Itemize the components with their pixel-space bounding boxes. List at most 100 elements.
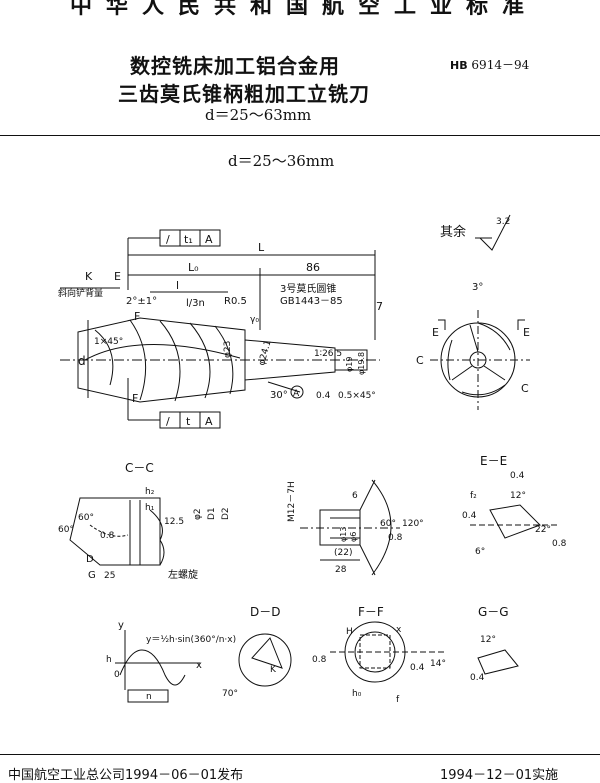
angle-2-1: 2°±1° <box>126 296 157 307</box>
label-K: K <box>85 270 93 283</box>
dim-phi19-8: φ19.8 <box>357 352 366 375</box>
standard-id: 6914－94 <box>471 58 530 72</box>
issued-by: 中国航空工业总公司1994－06－01发布 <box>8 768 244 783</box>
cc-h1: h₁ <box>145 503 155 513</box>
dim-phi23: φ23 <box>223 341 233 358</box>
dim-7: 7 <box>376 300 383 313</box>
ff-0-4: 0.4 <box>410 663 425 673</box>
cc-D: D <box>86 554 94 565</box>
header-rule <box>0 135 600 136</box>
mid-6: 6 <box>352 491 358 501</box>
end-3deg: 3° <box>472 282 483 293</box>
cc-D1: D1 <box>207 507 217 520</box>
chamfer-1x45: 1×45° <box>94 337 123 347</box>
standard-code: HB <box>450 59 468 72</box>
taper-ratio: 1∶26.5 <box>314 349 342 359</box>
view-label-EE: E－E <box>480 454 507 468</box>
mid-60: 60° <box>380 519 396 529</box>
view-label-DD: D－D <box>250 605 280 619</box>
profile-n: n <box>146 692 152 702</box>
note-backoff: 斜向铲背量 <box>58 287 103 299</box>
cc-0-8: 0.8 <box>100 531 115 541</box>
section-dd <box>238 633 292 687</box>
standard-number: HB 6914－94 <box>450 56 529 73</box>
profile-h: h <box>106 655 112 665</box>
dim-l-3n: l/3n <box>186 298 205 309</box>
datum-A-circle <box>290 385 304 399</box>
section-cc <box>69 497 161 566</box>
cc-D2: D2 <box>221 507 231 520</box>
mid-phi6: φ6 <box>349 532 358 542</box>
end-C-left: C <box>416 354 424 367</box>
dim-l: l <box>176 279 179 292</box>
mid-0-8: 0.8 <box>388 533 403 543</box>
ee-f2: f₂ <box>470 491 477 501</box>
end-E-left: E <box>432 326 439 339</box>
tol-top-value: t₁ <box>184 233 193 246</box>
ff-0-8: 0.8 <box>312 655 327 665</box>
mid-22: (22) <box>334 548 352 558</box>
profile-x-axis: x <box>196 660 202 671</box>
dim-L0: L₀ <box>188 261 199 274</box>
tol-top-datum: A <box>205 233 213 246</box>
tol-bot-datum: A <box>205 415 213 428</box>
ee-6: 6° <box>475 547 485 557</box>
morse-taper-note: 3号莫氏圆锥 <box>280 283 336 295</box>
profile-formula: y＝½h·sin(360°/n·x) <box>146 635 236 645</box>
mid-phi13: φ13 <box>339 527 348 542</box>
gg-12: 12° <box>480 635 496 645</box>
cc-25: 25 <box>104 571 115 581</box>
dim-phi19: φ19 <box>345 357 354 372</box>
ee-12: 12° <box>510 491 526 501</box>
footer-rule <box>0 754 600 755</box>
end-E-right: E <box>523 326 530 339</box>
roughness-3-2: 3.2 <box>496 217 510 227</box>
ff-H: H <box>346 627 353 637</box>
section-title: d＝25～36mm <box>228 152 335 170</box>
end-C-right: C <box>521 382 529 395</box>
section-gg <box>477 649 519 675</box>
ee-0-8: 0.8 <box>552 539 567 549</box>
dim-L: L <box>258 241 265 254</box>
ee-22: 22° <box>535 525 551 535</box>
label-F-bottom: F <box>132 392 138 405</box>
cc-h2: h₂ <box>145 487 155 497</box>
dim-phi24: φ24.1 <box>257 339 273 367</box>
mid-28: 28 <box>335 565 347 575</box>
profile-y-axis: y <box>118 620 124 631</box>
radius-R05: R0.5 <box>224 296 247 307</box>
tol-top-symbol: / <box>166 233 170 246</box>
view-label-FF: F－F <box>358 605 384 619</box>
cc-left-helix: 左螺旋 <box>168 568 198 581</box>
ee-0-4-left: 0.4 <box>462 511 477 521</box>
roughness-0-4: 0.4 <box>316 391 331 401</box>
cc-G: G <box>88 570 96 581</box>
view-label-CC: C－C <box>125 461 154 475</box>
ff-14: 14° <box>430 659 446 669</box>
cc-phi2: φ2 <box>193 508 203 520</box>
ff-h0: h₀ <box>352 689 362 699</box>
tol-bot-value: t <box>186 415 191 428</box>
roughness-other: 其余 <box>440 224 466 240</box>
label-d: d <box>78 354 86 368</box>
datum-A: A <box>293 389 300 399</box>
rake-angle: γ₀ <box>250 315 259 325</box>
effective-date: 1994－12－01实施 <box>440 768 559 783</box>
gg-0-4: 0.4 <box>470 673 485 683</box>
title-line-1: 数控铣床加工铝合金用 <box>130 54 340 78</box>
title-line-2: 三齿莫氏锥柄粗加工立铣刀 <box>118 82 370 106</box>
technical-drawing: / t₁ A / t A L L₀ 86 l 7 K E 斜向铲背量 2°±1°… <box>58 214 567 705</box>
morse-taper-shank <box>244 339 336 381</box>
profile-origin: 0 <box>114 670 120 680</box>
label-E: E <box>114 270 121 283</box>
cc-12-5: 12.5 <box>164 517 184 527</box>
diameter-range: d＝25～63mm <box>205 106 312 124</box>
cutter-body <box>77 317 246 403</box>
ff-x: x <box>396 625 402 635</box>
chamfer-05x45: 0.5×45° <box>338 391 376 401</box>
morse-standard: GB1443－85 <box>280 296 343 307</box>
ff-f: f <box>396 695 400 705</box>
mid-M12: M12－7H <box>287 481 297 522</box>
ee-0-4-top: 0.4 <box>510 471 525 481</box>
dd-K: K <box>270 665 277 675</box>
